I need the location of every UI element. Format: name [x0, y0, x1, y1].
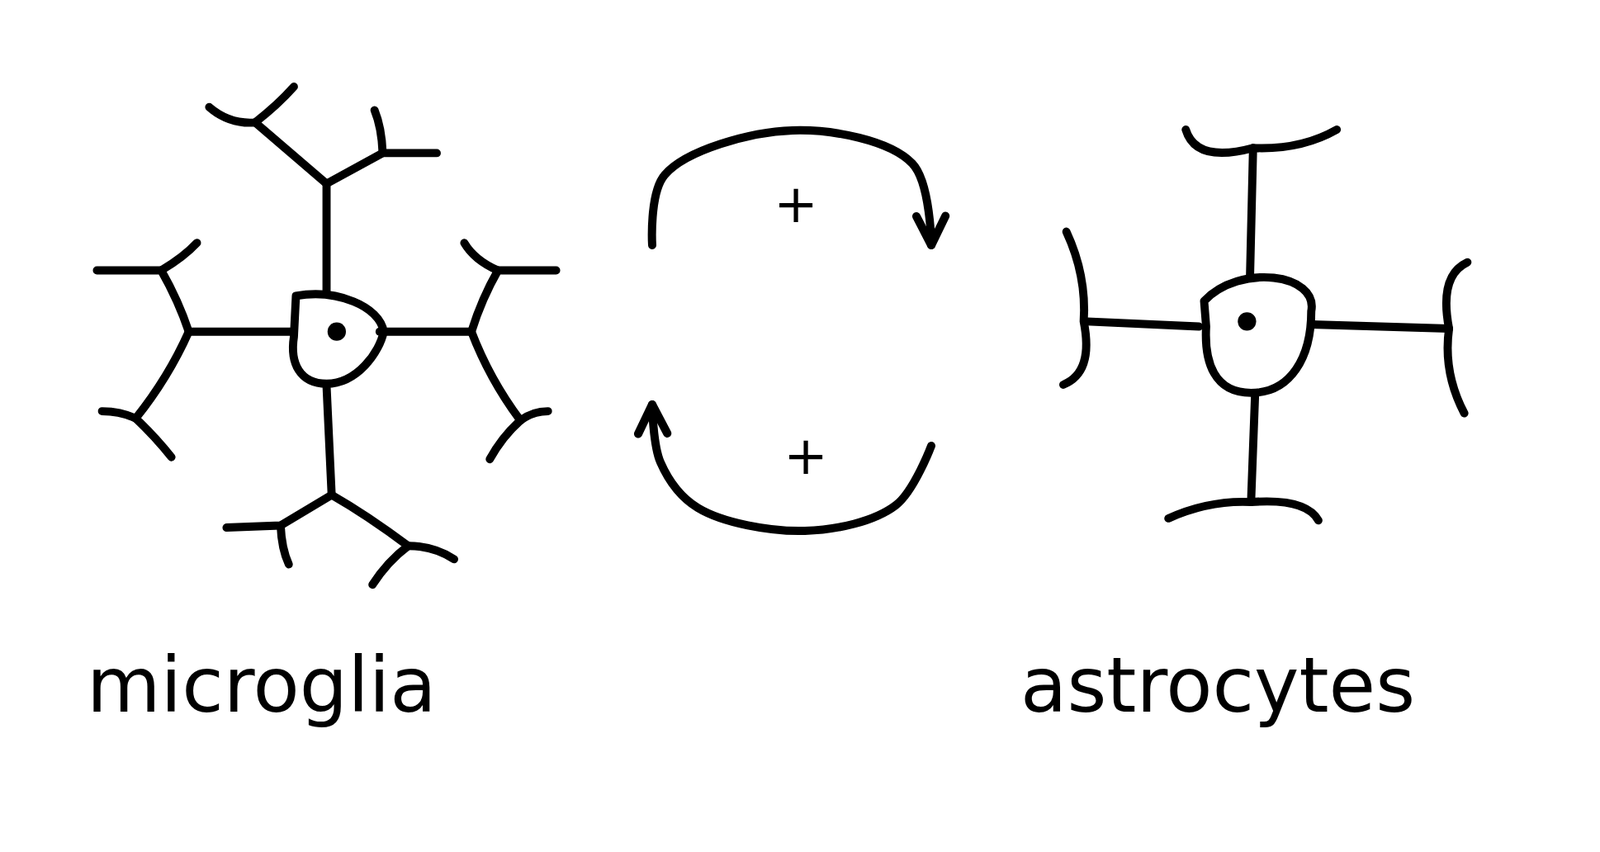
plus-sign: + — [773, 177, 819, 231]
feedback-arrow — [652, 130, 932, 246]
cell-name: astrocytes — [1020, 643, 1416, 728]
microglia-drawing — [96, 86, 556, 585]
cell-name: microglia — [86, 643, 437, 728]
spacer — [931, 74, 1584, 644]
astrocyte-drawing — [1063, 129, 1468, 521]
plus-sign: + — [783, 429, 829, 483]
cell-node: astrocytes — [931, 74, 1584, 728]
cell-node: microglia — [82, 74, 653, 728]
spacer — [82, 74, 653, 644]
feedback-arrow — [652, 404, 932, 531]
